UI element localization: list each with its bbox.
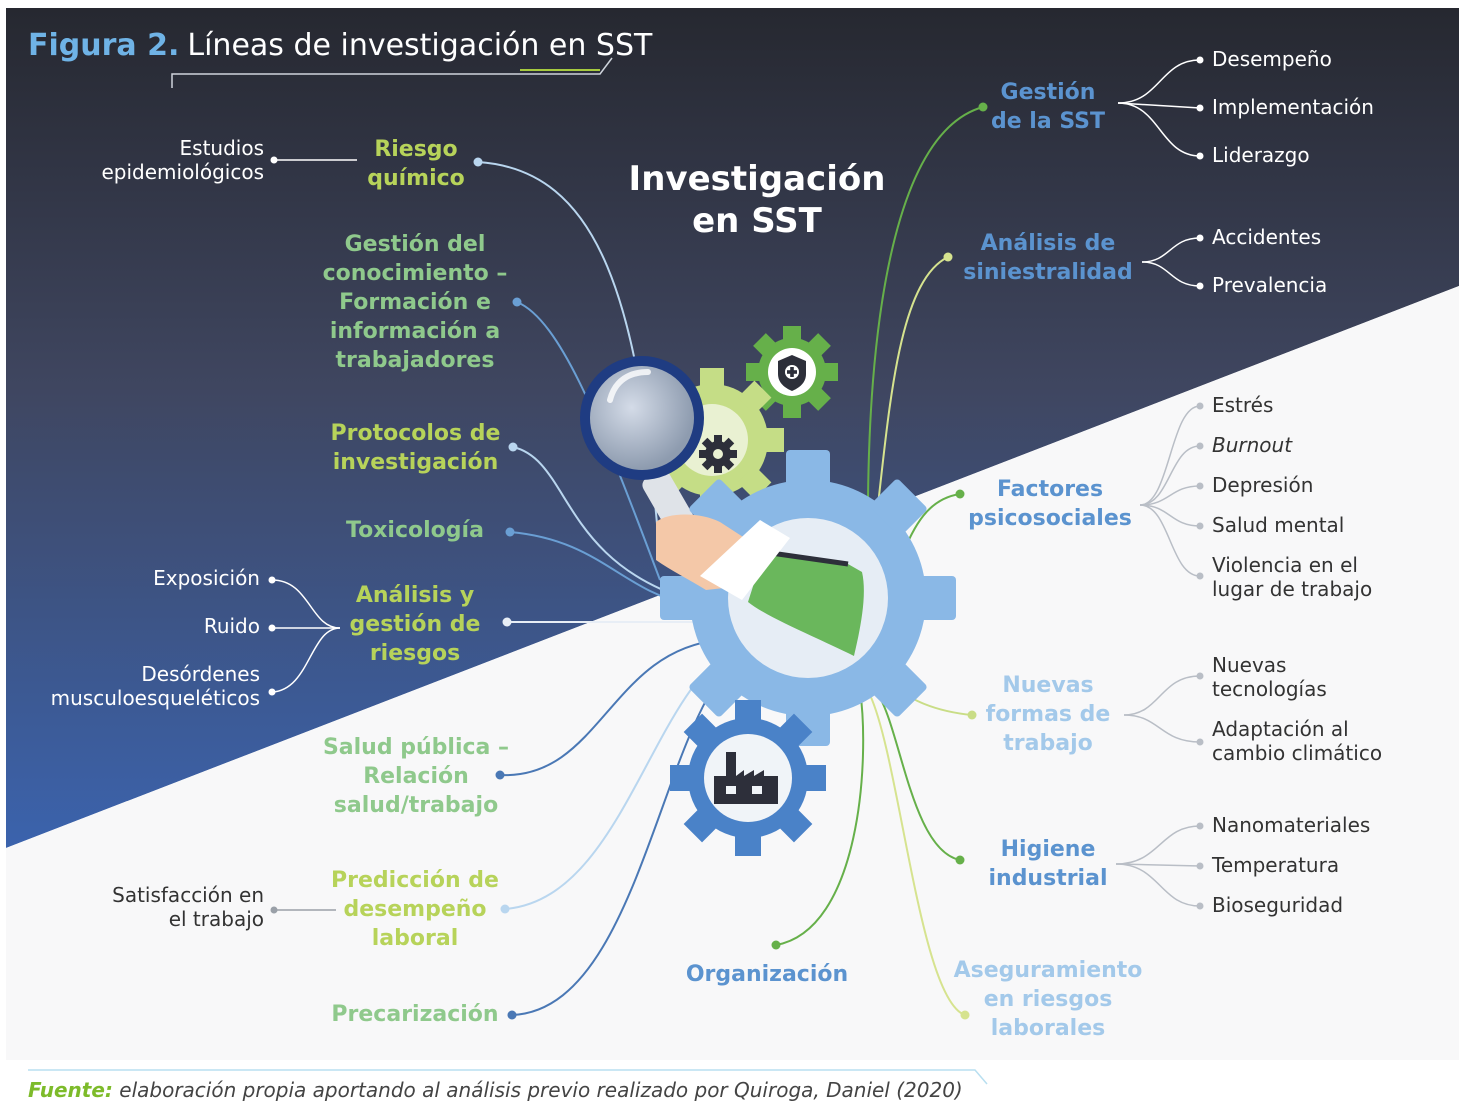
- topic-prediccion: Predicción de desempeño laboral: [331, 868, 499, 951]
- figure-title-text: Líneas de investigación en SST: [187, 28, 653, 63]
- topic-organizacion: Organización: [685, 962, 849, 987]
- sub-adaptacion: Adaptación al cambio climático: [1212, 717, 1383, 765]
- sub-violencia: Violencia en el lugar de trabajo: [1212, 553, 1373, 601]
- topic-higiene: Higiene industrial: [988, 837, 1108, 891]
- sub-nanomateriales: Nanomateriales: [1212, 813, 1371, 837]
- satisfaccion-dot: [270, 906, 278, 914]
- source-rule: [28, 1069, 988, 1085]
- figure-label: Figura 2.: [28, 28, 180, 63]
- sub-nuevas-tecnologias: Nuevas tecnologías: [1212, 653, 1327, 701]
- sub-temperatura: Temperatura: [1212, 853, 1340, 877]
- sub-desempeno: Desempeño: [1212, 47, 1332, 71]
- topic-psicosociales: Factores psicosociales: [968, 477, 1132, 531]
- sub-ruido: Ruido: [203, 614, 260, 638]
- sub-desordenes: Desórdenes musculoesqueléticos: [50, 662, 260, 710]
- sub-prevalencia: Prevalencia: [1212, 273, 1328, 297]
- sub-estres: Estrés: [1212, 393, 1274, 417]
- sub-satisfaccion: Satisfacción en el trabajo: [112, 883, 264, 931]
- topic-gestion-conocimiento: Gestión del conocimiento – Formación e i…: [322, 232, 508, 373]
- topic-precarizacion: Precarización: [331, 1002, 499, 1027]
- topic-riesgo-quimico: Riesgo químico: [367, 137, 465, 191]
- factory-gear-icon: [670, 700, 826, 856]
- sub-accidentes: Accidentes: [1212, 225, 1322, 249]
- title-underline: [171, 57, 613, 88]
- topic-protocolos: Protocolos de investigación: [330, 421, 501, 475]
- hand-icon: [656, 514, 790, 600]
- figure-title: Figura 2.Líneas de investigación en SST: [28, 28, 652, 63]
- right-subtopic-dots-dark: [1196, 56, 1204, 290]
- sub-salud-mental: Salud mental: [1212, 513, 1345, 537]
- right-subtopic-dots-light: [1196, 402, 1204, 910]
- source-label: Fuente:: [28, 1078, 113, 1102]
- connector-dots: [473, 102, 988, 1020]
- sub-estudios-epidemiologicos: Estudios epidemiológicos: [101, 136, 264, 184]
- left-subtopic-dots: [268, 156, 278, 696]
- magnifier-icon: [580, 356, 704, 540]
- left-subtopic-links: [271, 159, 357, 693]
- right-subtopic-links-light: [1115, 405, 1201, 907]
- sub-liderazgo: Liderazgo: [1212, 143, 1310, 167]
- source-note: Fuente: elaboración propia aportando al …: [28, 1078, 963, 1102]
- topic-siniestralidad: Análisis de siniestralidad: [963, 231, 1133, 285]
- sub-depresion: Depresión: [1212, 473, 1314, 497]
- center-title: Investigación en SST: [628, 159, 886, 241]
- sub-implementacion: Implementación: [1212, 95, 1374, 119]
- right-subtopic-links-dark: [1117, 59, 1201, 287]
- topic-gestion-sst: Gestión de la SST: [990, 80, 1106, 134]
- shield-plus-gear-icon: [746, 326, 838, 418]
- sub-burnout: Burnout: [1212, 433, 1293, 457]
- sub-exposicion: Exposición: [153, 566, 260, 590]
- source-text: elaboración propia aportando al análisis…: [119, 1078, 963, 1102]
- topic-nuevas-formas: Nuevas formas de trabajo: [985, 673, 1111, 756]
- topic-analisis-riesgos: Análisis y gestión de riesgos: [349, 583, 481, 666]
- topic-salud-publica: Salud pública – Relación salud/trabajo: [322, 735, 510, 818]
- sub-bioseguridad: Bioseguridad: [1212, 893, 1344, 917]
- topic-toxicologia: Toxicología: [346, 518, 484, 543]
- topic-aseguramiento: Aseguramiento en riesgos laborales: [953, 958, 1143, 1041]
